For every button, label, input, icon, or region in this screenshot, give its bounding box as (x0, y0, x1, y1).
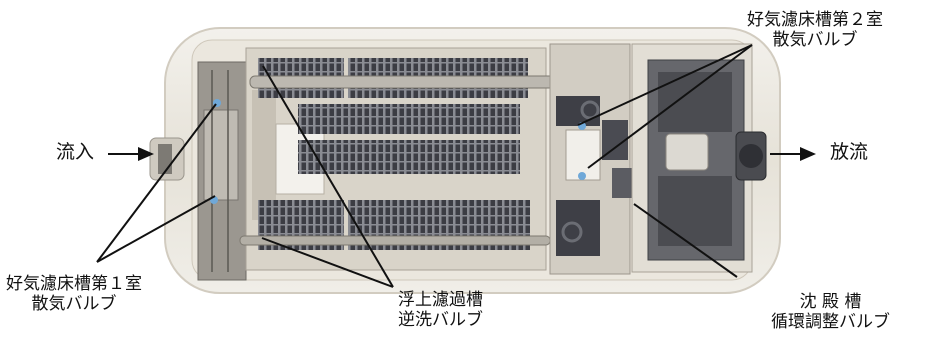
aerobic-room1-subtitle: 散気バルブ (31, 294, 117, 314)
aerobic-room1-valve-label: 好気濾床槽第１室 散気バルブ (6, 274, 142, 314)
callout-room2-b (587, 44, 753, 169)
callout-float-a (262, 65, 394, 288)
callout-room2-a (577, 44, 753, 126)
inflow-label: 流入 (56, 141, 95, 163)
float-filter-subtitle: 逆洗バルブ (398, 310, 483, 330)
callout-lines (96, 44, 753, 288)
outflow-arrow-icon (770, 147, 816, 161)
callout-float-b (261, 237, 394, 288)
sedimentation-valve-label: 沈 殿 槽 循環調整バルブ (771, 292, 890, 332)
sedimentation-title: 沈 殿 槽 (799, 292, 862, 312)
outflow-end-cap (735, 131, 767, 181)
outflow-label: 放流 (830, 141, 869, 163)
media-block-mid-upper (298, 104, 520, 134)
float-filter-valve-label: 浮上濾過槽 逆洗バルブ (398, 290, 483, 330)
aerobic-room2-valve-label: 好気濾床槽第２室 散気バルブ (747, 10, 883, 50)
discharge-chamber (631, 43, 753, 273)
inflow-chamber (197, 61, 247, 281)
sedimentation-subtitle: 循環調整バルブ (771, 312, 890, 332)
inflow-arrow-icon (108, 147, 154, 161)
callout-room1-b (96, 195, 216, 263)
aerobic-room2-title: 好気濾床槽第２室 (747, 10, 883, 30)
air-pipe (239, 75, 616, 246)
inflow-end-cap (149, 137, 185, 181)
media-block-mid-lower (298, 140, 520, 174)
aerobic-room2-subtitle: 散気バルブ (772, 30, 858, 50)
callout-sedimentation (633, 203, 738, 278)
sedimentation-section (549, 43, 644, 275)
aerobic-room1-title: 好気濾床槽第１室 (6, 274, 142, 294)
callout-room1-a (96, 103, 217, 263)
float-filter-title: 浮上濾過槽 (398, 290, 483, 310)
